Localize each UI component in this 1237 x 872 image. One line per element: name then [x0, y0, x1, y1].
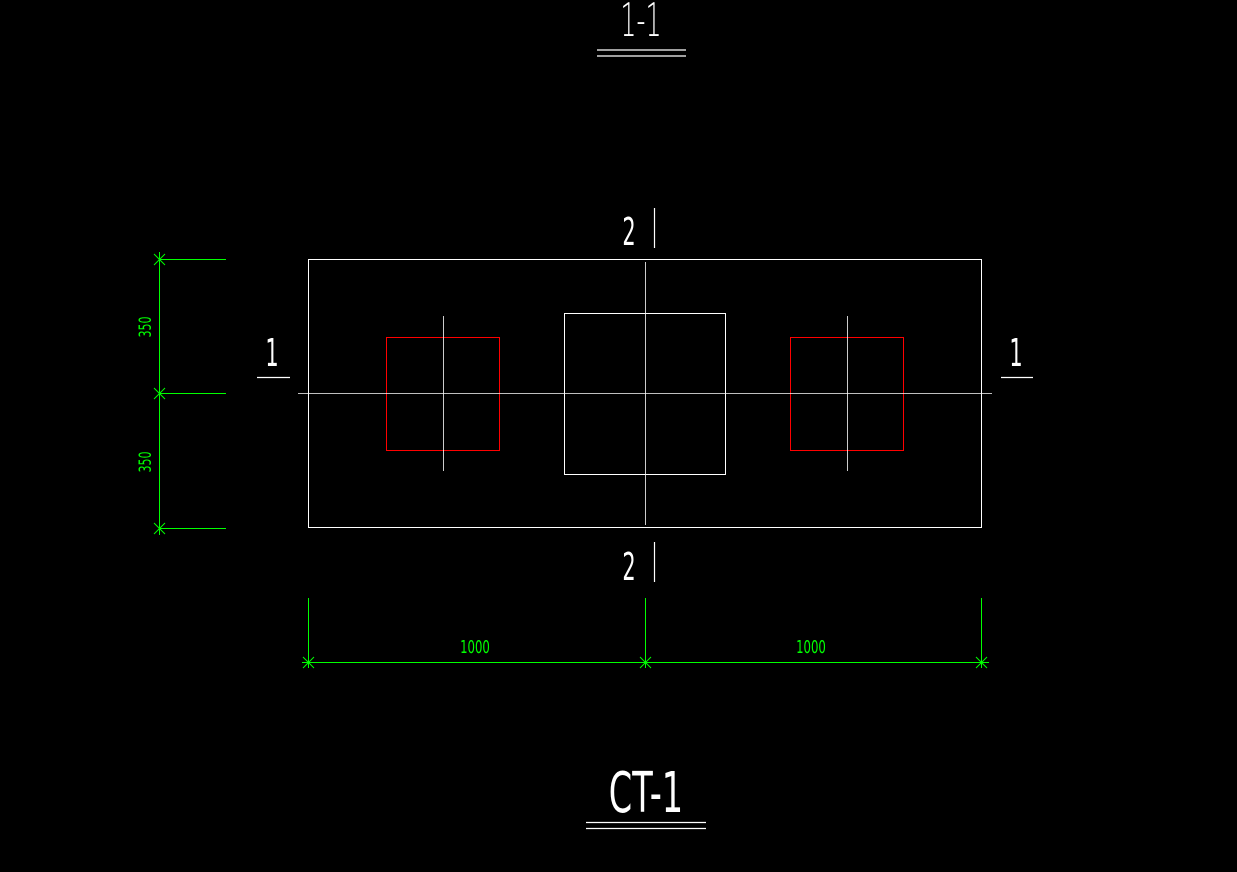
horizontal-dimension — [302, 598, 989, 669]
dimension-vertical-lower: 350 — [137, 451, 156, 472]
section-mark-bottom: 2 — [622, 547, 635, 590]
vertical-tick-top-b — [153, 253, 166, 266]
dimension-vertical-upper: 350 — [137, 316, 156, 337]
vertical-dimension — [153, 252, 226, 535]
dimension-horizontal-left: 1000 — [460, 636, 490, 657]
pile-left — [386, 337, 500, 451]
horizontal-tick-mid-b — [639, 656, 652, 669]
column-square — [564, 313, 726, 475]
section-mark-left: 1 — [265, 333, 278, 376]
section-mark-right: 1 — [1009, 333, 1022, 376]
top-section-title: 1-1 — [620, 0, 661, 47]
section-mark-top: 2 — [622, 212, 635, 255]
horizontal-tick-right-b — [975, 656, 988, 669]
pile-right — [790, 337, 904, 451]
drawing-title: CT-1 — [609, 760, 683, 825]
vertical-tick-bottom-b — [153, 522, 166, 535]
dimension-horizontal-right: 1000 — [796, 636, 826, 657]
vertical-tick-mid-b — [153, 387, 166, 400]
horizontal-tick-left-b — [302, 656, 315, 669]
